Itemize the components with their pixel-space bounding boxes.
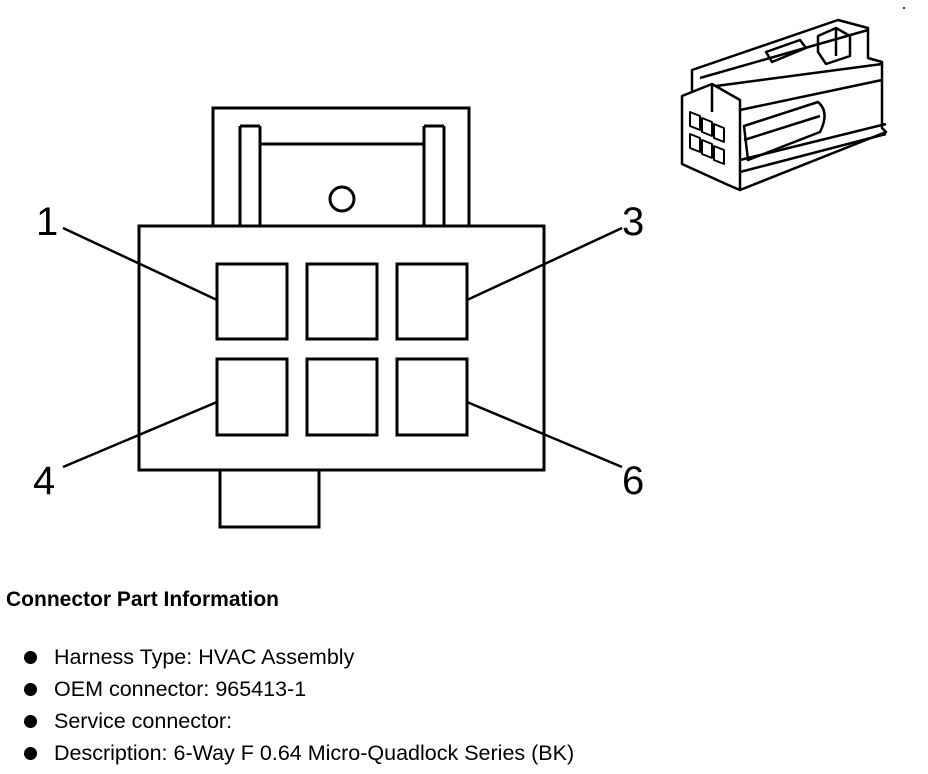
pin-cavity-4: [215, 357, 289, 437]
pin-label-3: 3: [622, 200, 644, 244]
connector-face-diagram: 1 3 4 6: [33, 7, 905, 529]
leader-lines: [62, 226, 623, 469]
info-item-harness-type: Harness Type: HVAC Assembly: [18, 641, 906, 673]
pin-cavity-6: [395, 357, 469, 437]
pin-label-4: 4: [33, 459, 55, 503]
latch-housing: [211, 106, 471, 230]
bullet-icon: [24, 651, 37, 664]
leader-line-1: [62, 226, 218, 302]
connector-3d-illustration: [680, 18, 888, 192]
info-item-service-connector: Service connector:: [18, 705, 906, 737]
corner-mark: [903, 7, 905, 9]
pin-cavities: [215, 262, 469, 437]
info-item-text: Service connector:: [54, 709, 233, 733]
pin-cavity-5: [305, 357, 379, 437]
pin-cavity-3: [395, 262, 469, 341]
leader-line-4: [62, 400, 218, 469]
pin-label-6: 6: [622, 459, 644, 503]
info-item-description: Description: 6-Way F 0.64 Micro-Quadlock…: [18, 737, 906, 769]
pin-cavity-1: [215, 262, 289, 341]
leader-line-6: [466, 400, 623, 469]
connector-part-information: Connector Part Information Harness Type:…: [6, 586, 906, 769]
bullet-icon: [24, 683, 37, 696]
leader-line-3: [466, 226, 623, 302]
info-list: Harness Type: HVAC Assembly OEM connecto…: [6, 641, 906, 769]
info-item-text: Description: 6-Way F 0.64 Micro-Quadlock…: [54, 741, 575, 765]
info-item-oem-connector: OEM connector: 965413-1: [18, 673, 906, 705]
connector-bottom-tab: [218, 468, 321, 529]
bullet-icon: [24, 747, 37, 760]
info-item-text: Harness Type: HVAC Assembly: [54, 645, 355, 669]
info-item-text: OEM connector: 965413-1: [54, 677, 307, 701]
pin-cavity-2: [305, 262, 379, 341]
pin-label-1: 1: [36, 200, 58, 244]
info-title: Connector Part Information: [6, 588, 280, 611]
bullet-icon: [24, 715, 37, 728]
